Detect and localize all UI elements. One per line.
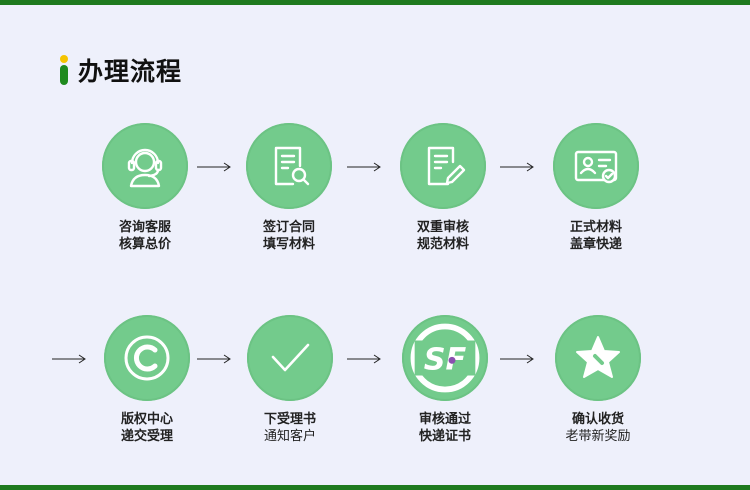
arrow-right-icon (347, 162, 381, 172)
step-label-main: 签订合同 (262, 220, 315, 235)
step-label-sub: 盖章快递 (569, 237, 622, 252)
arrow-right-icon (347, 354, 381, 364)
step-label-sub: 老带新奖励 (565, 429, 631, 444)
top-border (0, 0, 750, 5)
step-label-main: 确认收货 (571, 412, 624, 427)
step-acceptance-notice: 下受理书 通知客户 (230, 315, 350, 445)
step-label-sub: 填写材料 (262, 237, 315, 252)
arrow-right-icon (52, 354, 86, 364)
header-marker-icon (60, 55, 68, 85)
sf-express-icon: SF (402, 315, 488, 401)
step-contract: 签订合同 填写材料 (229, 123, 349, 253)
document-search-icon (246, 123, 332, 209)
page-title: 办理流程 (78, 57, 183, 86)
step-copyright-center: 版权中心 递交受理 (87, 315, 207, 445)
step-confirm-receipt: 确认收货 老带新奖励 (538, 315, 658, 445)
step-label-main: 版权中心 (120, 412, 173, 427)
step-label-main: 正式材料 (569, 220, 622, 235)
step-certificate-delivery: SF 审核通过 快递证书 (385, 315, 505, 445)
step-label-sub: 规范材料 (416, 237, 469, 252)
document-edit-icon (400, 123, 486, 209)
headset-icon (102, 123, 188, 209)
svg-text:SF: SF (424, 343, 467, 378)
star-icon (555, 315, 641, 401)
arrow-right-icon (197, 354, 231, 364)
step-consult: 咨询客服 核算总价 (85, 123, 205, 253)
step-review: 双重审核 规范材料 (383, 123, 503, 253)
step-submit-materials: 正式材料 盖章快递 (536, 123, 656, 253)
step-label-sub: 递交受理 (120, 429, 173, 444)
bottom-border (0, 485, 750, 490)
copyright-icon (104, 315, 190, 401)
step-label-sub: 快递证书 (418, 429, 471, 444)
arrow-right-icon (500, 354, 534, 364)
step-label-main: 咨询客服 (118, 220, 171, 235)
step-label-sub: 核算总价 (118, 237, 171, 252)
step-label-sub: 通知客户 (263, 429, 316, 444)
section-header: 办理流程 (60, 55, 183, 86)
arrow-right-icon (500, 162, 534, 172)
step-label-main: 下受理书 (263, 412, 316, 427)
step-label-main: 双重审核 (416, 220, 469, 235)
arrow-right-icon (197, 162, 231, 172)
step-label-main: 审核通过 (418, 412, 471, 427)
id-card-check-icon (553, 123, 639, 209)
checkmark-icon (247, 315, 333, 401)
